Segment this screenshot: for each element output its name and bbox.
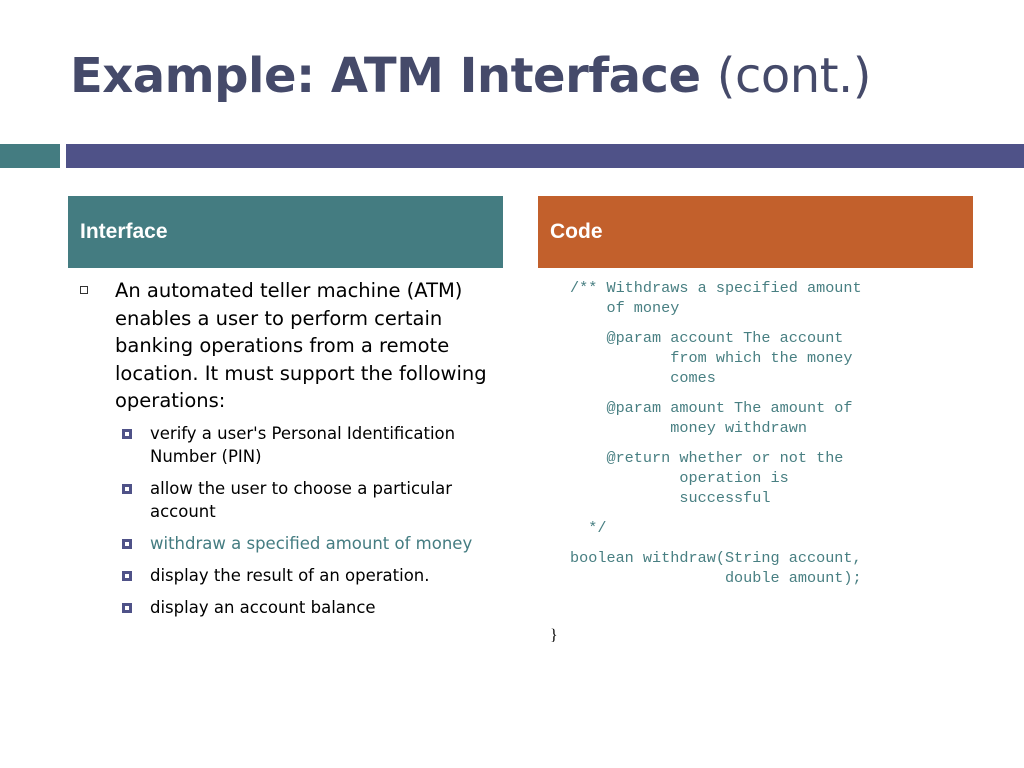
code-column-header: Code [538, 196, 973, 268]
intro-paragraph: An automated teller machine (ATM) enable… [80, 277, 500, 415]
code-line [570, 538, 990, 548]
accent-bar-teal [0, 144, 60, 168]
code-header-label: Code [550, 220, 603, 243]
code-line [570, 318, 990, 328]
code-line: */ [570, 519, 607, 537]
square-bullet-icon [122, 539, 132, 549]
square-bullet-icon [122, 484, 132, 494]
operation-text: verify a user's Personal Identification … [150, 424, 456, 466]
square-bullet-icon [122, 571, 132, 581]
intro-text: An automated teller machine (ATM) enable… [115, 279, 487, 412]
operation-item: display an account balance [122, 596, 482, 619]
code-line: operation is [570, 469, 789, 487]
operations-list: verify a user's Personal Identification … [122, 422, 482, 628]
code-line: @param account The account [570, 329, 844, 347]
closing-brace: } [550, 627, 558, 644]
operation-item: withdraw a specified amount of money [122, 532, 482, 555]
slide-title: Example: ATM Interface (cont.) [70, 48, 872, 104]
code-line [570, 508, 990, 518]
slide-title-main: Example: ATM Interface [70, 48, 701, 104]
hollow-square-bullet-icon [80, 286, 88, 294]
code-line: successful [570, 489, 771, 507]
operation-text: display the result of an operation. [150, 566, 430, 585]
interface-column-header: Interface [68, 196, 503, 268]
code-line: money withdrawn [570, 419, 807, 437]
code-line: of money [570, 299, 680, 317]
code-line: comes [570, 369, 716, 387]
code-line: from which the money [570, 349, 853, 367]
operation-text: withdraw a specified amount of money [150, 534, 473, 553]
slide-title-suffix: (cont.) [716, 48, 872, 104]
code-line: @return whether or not the [570, 449, 844, 467]
code-line [570, 438, 990, 448]
code-line: /** Withdraws a specified amount [570, 279, 862, 297]
accent-bar-indigo [66, 144, 1024, 168]
code-line: double amount); [570, 569, 862, 587]
operation-item: verify a user's Personal Identification … [122, 422, 482, 468]
code-line [570, 388, 990, 398]
square-bullet-icon [122, 429, 132, 439]
code-block: /** Withdraws a specified amount of mone… [570, 278, 990, 588]
code-line: boolean withdraw(String account, [570, 549, 862, 567]
code-line: @param amount The amount of [570, 399, 853, 417]
operation-item: display the result of an operation. [122, 564, 482, 587]
operation-text: display an account balance [150, 598, 376, 617]
square-bullet-icon [122, 603, 132, 613]
interface-header-label: Interface [80, 220, 168, 243]
operation-item: allow the user to choose a particular ac… [122, 477, 482, 523]
operation-text: allow the user to choose a particular ac… [150, 479, 452, 521]
